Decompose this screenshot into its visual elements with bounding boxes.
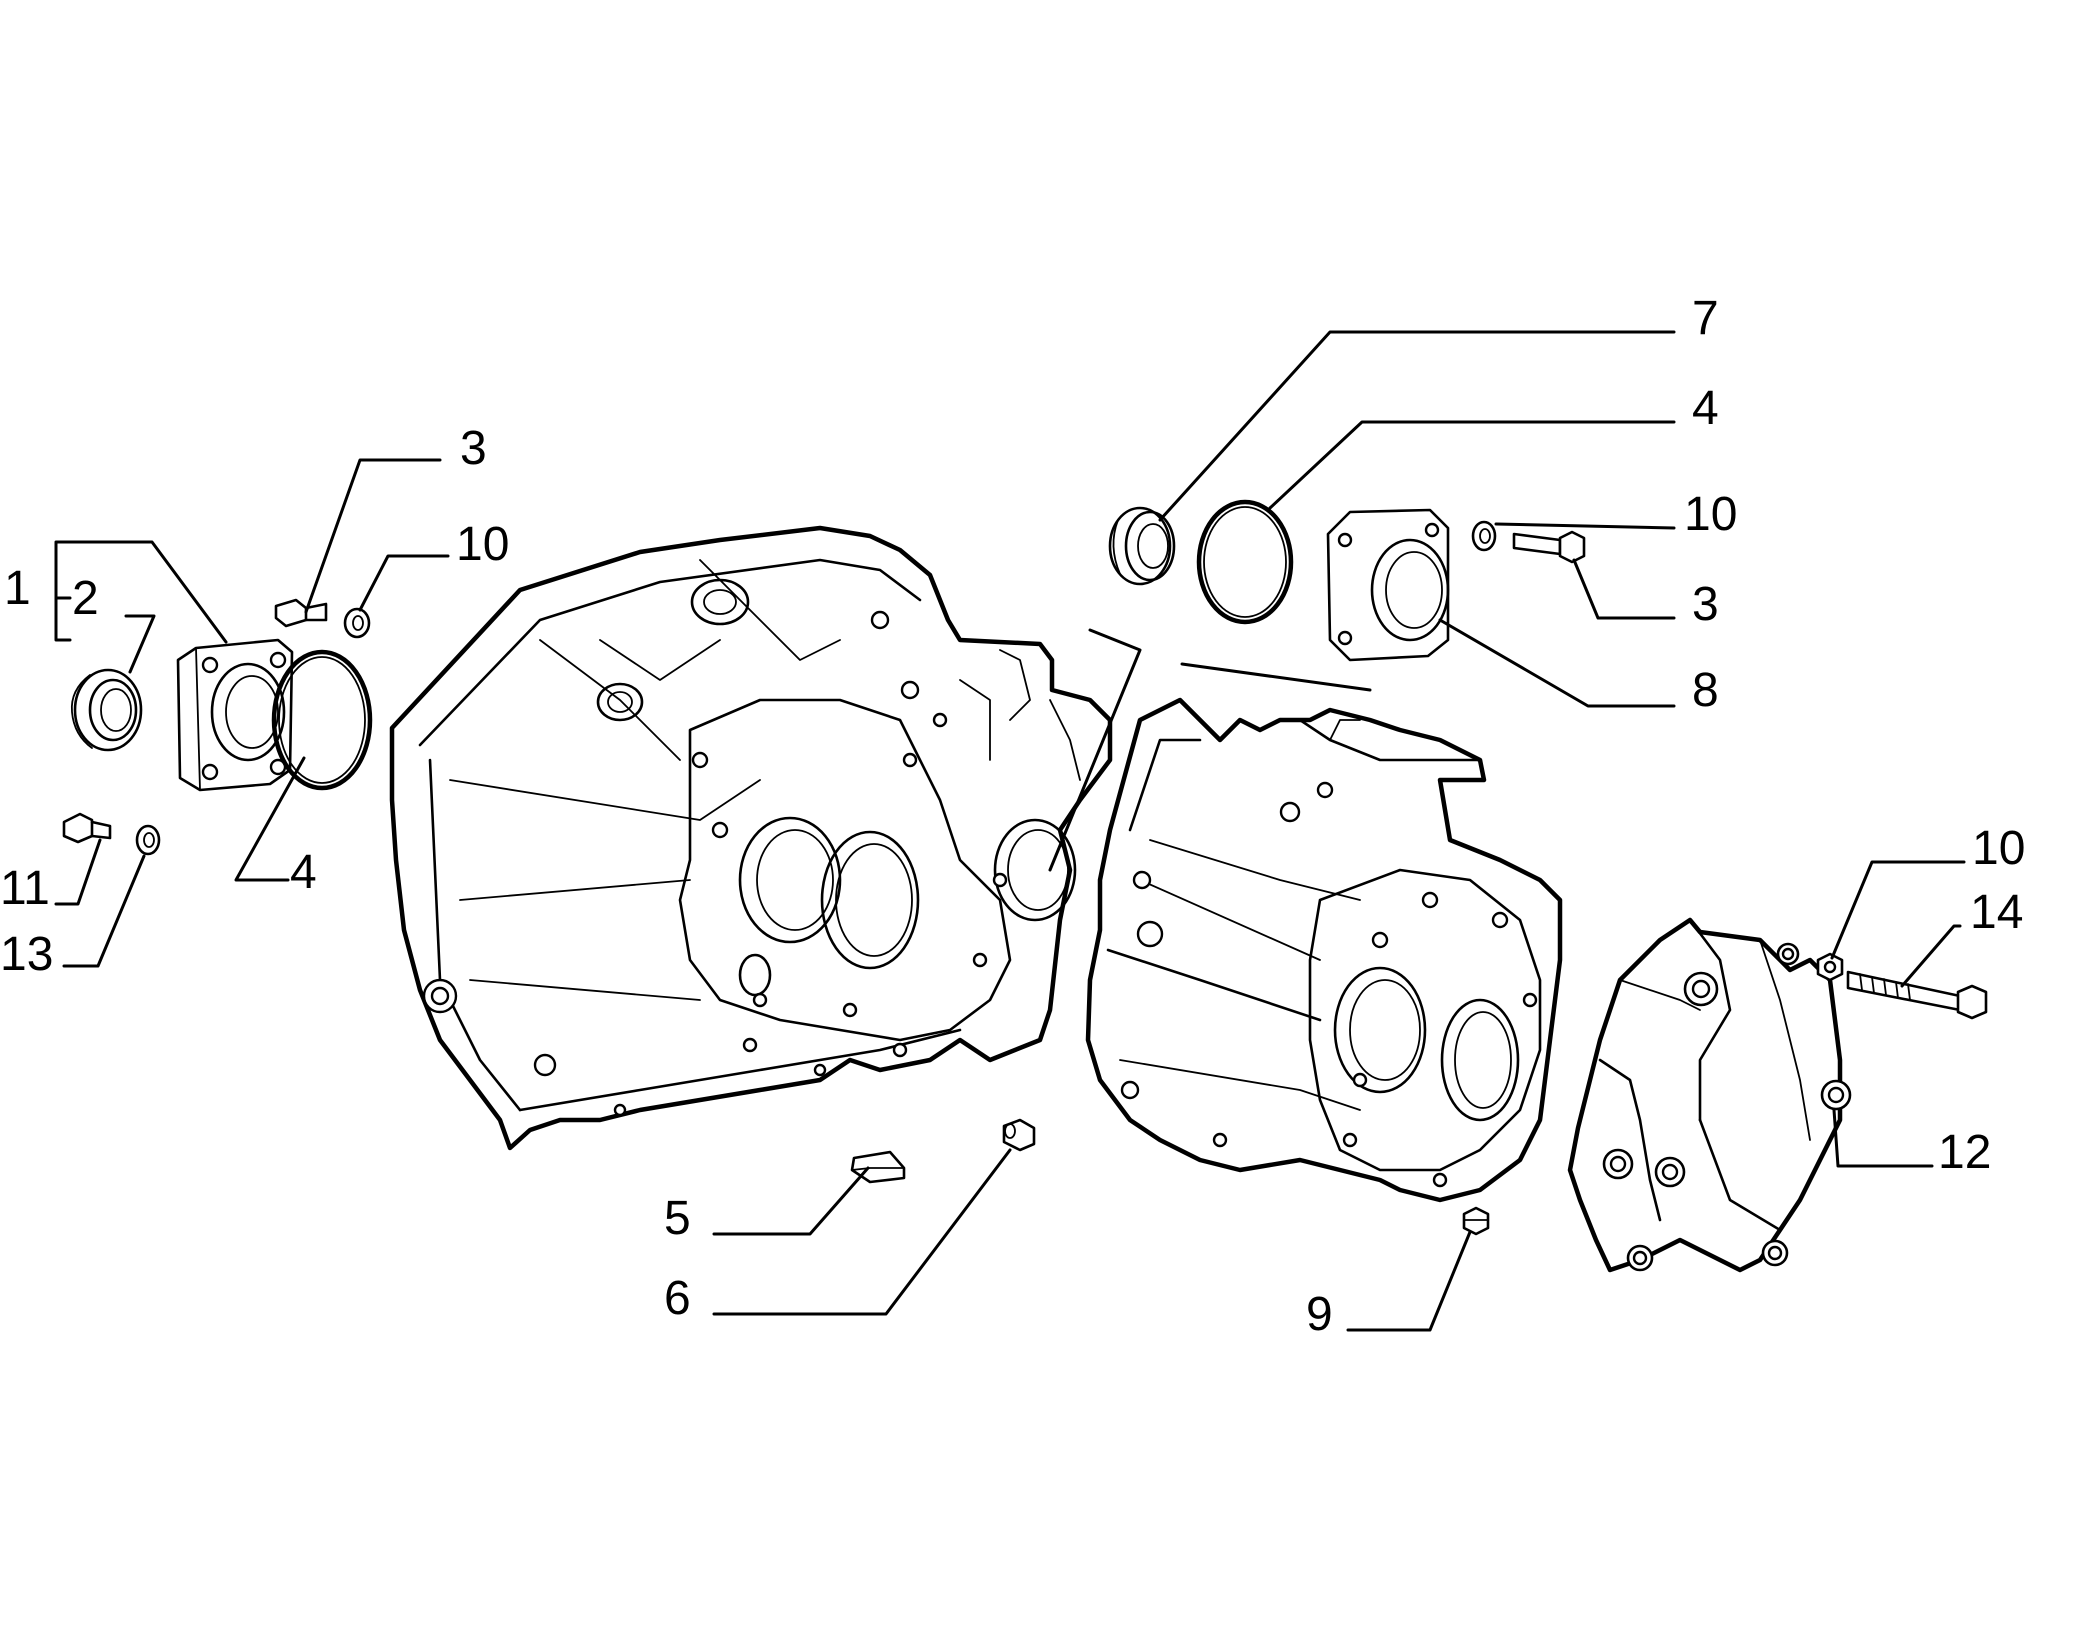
leader-case-pointer	[1180, 662, 1372, 692]
callout-3-left: 3	[460, 422, 487, 475]
leader-12	[1832, 1108, 1934, 1168]
leader-11	[54, 838, 102, 906]
screw-part-11	[62, 812, 112, 844]
leader-14	[1900, 924, 1962, 988]
leader-5	[712, 1166, 870, 1236]
callout-12: 12	[1938, 1126, 1991, 1179]
leader-10-right-top	[1494, 522, 1676, 530]
callout-2: 2	[72, 572, 99, 625]
leader-10-right-lower	[1830, 860, 1966, 960]
leader-3-right	[1572, 558, 1676, 620]
o-ring-part-4-left	[271, 649, 373, 791]
callout-6: 6	[664, 1272, 691, 1325]
leader-3-left	[304, 458, 442, 614]
callout-labels: 1 2 3 10 4 11 13 7 4 10 3 8 10 14 12 5 6…	[0, 292, 2025, 1341]
callout-9: 9	[1306, 1288, 1333, 1341]
bolt-part-14	[1846, 970, 1988, 1020]
callout-13: 13	[0, 928, 53, 981]
bolt-part-3-left	[274, 598, 328, 628]
leader-housing-pointer	[1048, 628, 1142, 872]
clutch-housing	[389, 525, 1113, 1151]
callout-14: 14	[1970, 886, 2023, 939]
leader-1	[54, 540, 228, 644]
callout-3-right: 3	[1692, 578, 1719, 631]
leader-8	[1438, 618, 1676, 708]
leader-lines	[54, 330, 1966, 1332]
leader-13	[62, 854, 146, 968]
callout-10-left: 10	[456, 518, 509, 571]
washer-part-10-right-top	[1471, 520, 1497, 552]
oil-seal-part-2	[70, 668, 143, 752]
bolt-part-3-right	[1512, 530, 1586, 564]
plug-part-6	[1002, 1118, 1036, 1152]
plug-part-9	[1462, 1206, 1490, 1236]
leader-10-left	[358, 554, 450, 612]
end-cover-part-12	[1567, 917, 1852, 1273]
callout-8: 8	[1692, 664, 1719, 717]
washer-part-10-right-lower	[1816, 952, 1844, 982]
flange-cover-part-8	[1326, 508, 1450, 662]
leader-7	[1158, 330, 1676, 522]
washer-part-10-left	[343, 607, 371, 639]
o-ring-part-4-right	[1196, 499, 1294, 625]
washer-part-13	[135, 824, 161, 856]
callout-5: 5	[664, 1192, 691, 1245]
callout-10-right-lower: 10	[1972, 822, 2025, 875]
callout-1: 1	[4, 562, 31, 615]
leader-2	[124, 614, 156, 674]
plate-part-5	[850, 1150, 906, 1184]
callout-11: 11	[0, 862, 50, 915]
leader-4-left	[234, 756, 306, 882]
callout-4-right: 4	[1692, 382, 1719, 435]
callout-7: 7	[1692, 292, 1719, 345]
leader-4-right	[1268, 420, 1676, 510]
oil-seal-part-7	[1108, 506, 1176, 586]
callout-4-left: 4	[290, 846, 317, 899]
gearbox-case	[1085, 697, 1563, 1203]
leader-9	[1346, 1230, 1472, 1332]
callout-10-right-top: 10	[1684, 488, 1737, 541]
leader-1-bracket	[54, 596, 72, 642]
leader-6	[712, 1148, 1012, 1316]
